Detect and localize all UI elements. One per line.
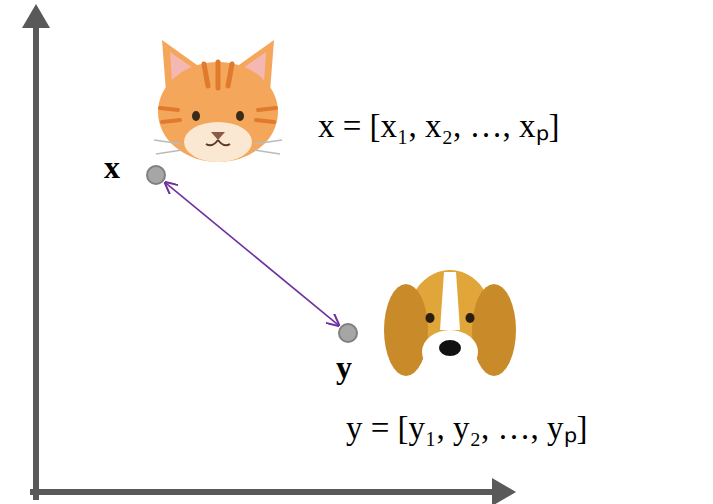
- distance-arrow: [165, 183, 338, 326]
- data-point: y: [338, 323, 358, 343]
- feature-vector: y = [y₁, y₂, …, yₚ]: [346, 410, 588, 446]
- point-label: x: [104, 151, 120, 183]
- data-point: x: [146, 165, 166, 185]
- point-label: y: [336, 351, 352, 383]
- cat-icon: [154, 40, 282, 162]
- feature-vector: x = [x₁, x₂, …, xₚ]: [318, 108, 560, 144]
- dog-icon: [384, 270, 516, 376]
